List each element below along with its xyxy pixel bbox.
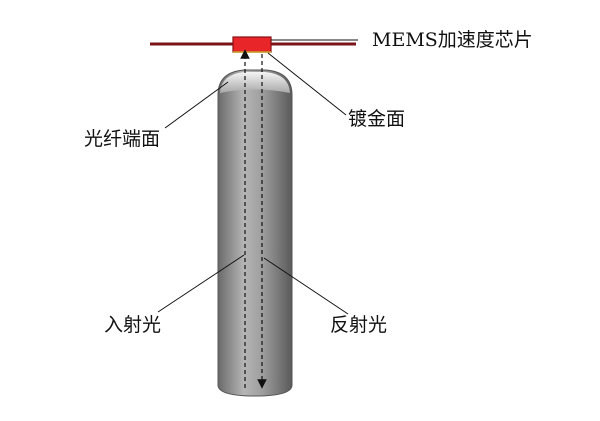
- label-mems-chip: MEMS加速度芯片: [372, 29, 533, 51]
- leader-line-fiber-end-face: [164, 81, 229, 129]
- chip-mass: [232, 36, 272, 53]
- leader-line-gold-face: [267, 52, 347, 116]
- label-reflected-light: 反射光: [330, 314, 388, 336]
- leader-line-incident-light: [157, 254, 245, 313]
- label-incident-light: 入射光: [104, 314, 162, 336]
- fiber-end-cap: [220, 72, 290, 93]
- leader-line-reflected-light: [263, 257, 349, 315]
- optical-fiber: [217, 69, 293, 397]
- mems-accelerometer-chip: [150, 36, 356, 53]
- label-fiber-end-face: 光纤端面: [84, 128, 161, 150]
- label-gold-face: 镀金面: [348, 108, 406, 130]
- fiber-body: [217, 69, 293, 397]
